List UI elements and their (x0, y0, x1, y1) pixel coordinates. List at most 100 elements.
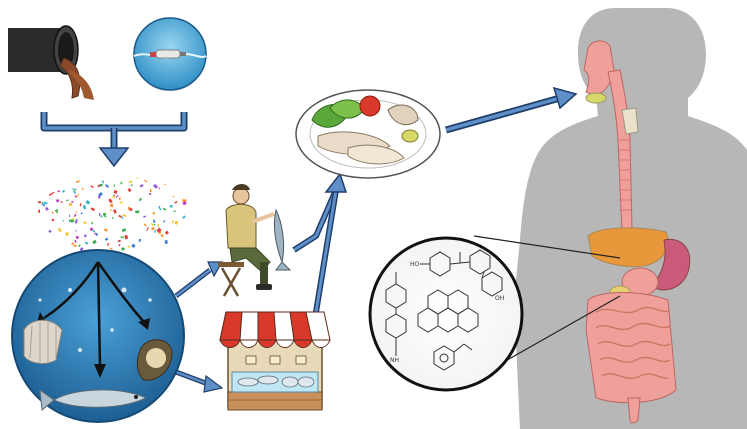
microplastic-particle (98, 196, 100, 199)
microplastic-particle (62, 190, 65, 193)
microplastic-particle (109, 247, 112, 250)
microplastic-particle (72, 188, 76, 190)
microplastic-particle (85, 200, 90, 205)
microplastic-particle (173, 196, 175, 198)
microplastic-particle (140, 184, 144, 187)
microplastic-particle (105, 238, 109, 241)
microplastic-particle (114, 190, 118, 194)
microplastic-particle (182, 199, 186, 202)
microplastic-particle (58, 228, 62, 233)
microplastic-particle (131, 244, 135, 248)
svg-text:NH: NH (390, 357, 399, 364)
microplastic-particle (75, 211, 77, 213)
microplastic-particle (58, 191, 60, 193)
microplastic-particle (139, 198, 142, 202)
microplastic-particle (172, 221, 174, 224)
microplastic-particles-icon (38, 177, 187, 251)
microplastic-particle (158, 206, 160, 208)
microplastic-particle (118, 240, 121, 243)
microplastic-particle (51, 192, 55, 195)
microplastic-particle (83, 221, 86, 223)
microplastic-particle (118, 244, 120, 246)
ocean-organisms-icon (12, 250, 184, 422)
microplastic-particle (112, 217, 114, 219)
microplastic-particle (76, 180, 80, 182)
microplastic-particle (163, 220, 166, 223)
microplastic-particle (149, 193, 152, 195)
microplastic-particle (69, 203, 73, 206)
microplastic-particle (76, 236, 79, 239)
microplastic-particle (119, 198, 121, 200)
microplastic-particle (113, 209, 117, 214)
microplastic-particle (153, 220, 156, 223)
microplastic-particle (71, 242, 74, 245)
microplastic-particle (173, 211, 175, 212)
microplastic-particle (102, 180, 105, 183)
microplastic-particle (150, 189, 152, 192)
microplastic-particle (113, 196, 116, 198)
microplastic-particle (84, 234, 87, 237)
microplastic-particle (151, 227, 155, 231)
microplastic-particle (63, 220, 65, 222)
microplastic-particle (110, 204, 113, 208)
microplastic-particle (92, 230, 95, 233)
market-stall-icon (220, 312, 330, 410)
microplastic-particle (44, 202, 48, 205)
microplastic-particle (109, 209, 112, 212)
microplastic-particle (174, 201, 177, 203)
microplastic-particle (120, 201, 123, 204)
microplastic-particle (92, 240, 96, 244)
microplastic-particle (83, 205, 86, 209)
microplastic-particle (127, 188, 131, 192)
microplastic-particle (153, 224, 155, 226)
microplastic-particle (91, 222, 93, 224)
microplastic-particle (75, 219, 78, 224)
microplastic-particle (155, 230, 156, 233)
microplastic-particle (121, 247, 125, 250)
microplastic-particle (143, 223, 146, 226)
microplastic-particle (60, 201, 62, 203)
microplastic-particle (170, 205, 173, 208)
microplastic-particle (100, 215, 102, 217)
microplastic-particle (105, 184, 109, 188)
microplastic-particle (158, 188, 160, 189)
microplastic-particle (146, 227, 149, 231)
microplastic-particle (143, 216, 146, 218)
svg-text:HO: HO (410, 261, 420, 268)
microplastic-particle (164, 184, 166, 186)
microplastic-particle (163, 208, 166, 211)
microplastic-particle (45, 207, 49, 211)
microplastic-particle (139, 239, 141, 242)
microplastic-particle (135, 210, 139, 213)
microplastic-particle (48, 230, 51, 233)
microplastic-particle (56, 199, 60, 203)
microplastic-particle (66, 199, 69, 201)
microplastic-particle (175, 221, 178, 225)
microplastic-particle (120, 236, 124, 238)
microplastic-particle (153, 184, 158, 189)
microplastic-particle (80, 203, 82, 206)
microplastic-particle (78, 244, 81, 247)
microplastic-particle (182, 215, 186, 219)
sewage-pipe-icon (8, 26, 94, 100)
microplastic-particle (104, 228, 108, 231)
microplastic-particle (74, 214, 77, 217)
seafood-plate-icon (296, 90, 440, 178)
microplastic-particle (120, 182, 123, 185)
microplastic-particle (165, 240, 168, 244)
microplastic-particle (74, 244, 77, 247)
microplastic-particle (131, 184, 133, 186)
microplastic-particle (127, 246, 130, 249)
microplastic-particle (114, 185, 115, 187)
microplastic-particle (122, 228, 127, 232)
microplastic-particle (52, 219, 55, 222)
microplastic-particle (90, 207, 95, 211)
microplastic-particle (108, 198, 112, 203)
microplastic-particle (80, 212, 82, 214)
microplastic-particle (85, 242, 89, 245)
microplastic-particle (99, 184, 102, 187)
microplastic-particle (73, 218, 75, 221)
microplastic-particle (165, 231, 169, 235)
